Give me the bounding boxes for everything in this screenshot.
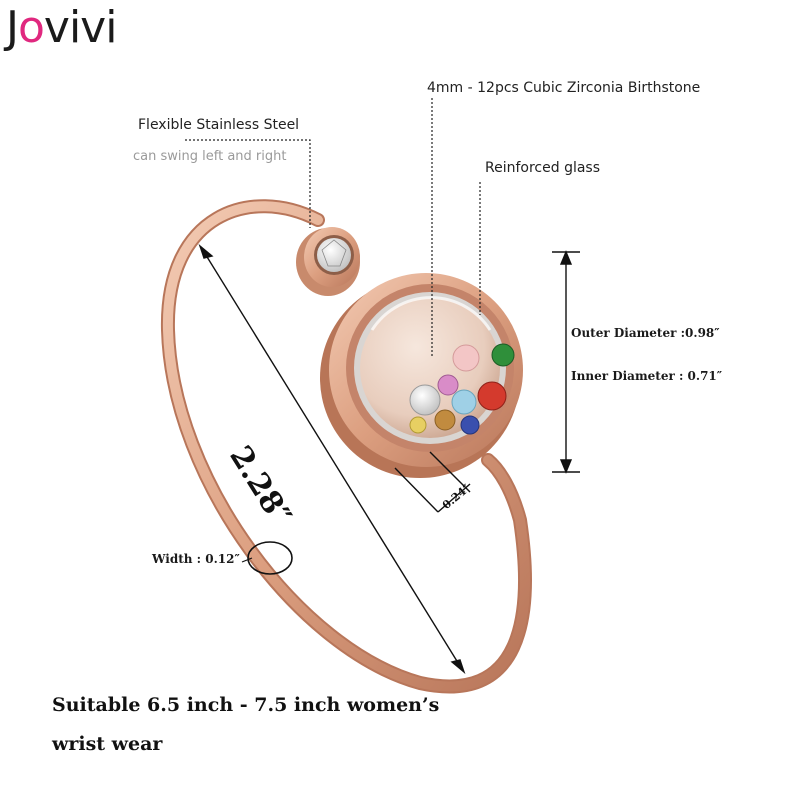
brand-logo: Jovivi: [6, 2, 118, 53]
leader-lines: [185, 98, 481, 358]
stone-end-cap: [296, 227, 360, 296]
glass-label: Reinforced glass: [485, 160, 601, 176]
outer-diameter-label: Outer Diameter :0.98″: [571, 326, 720, 340]
birthstone-label: 4mm - 12pcs Cubic Zirconia Birthstone: [427, 80, 701, 96]
width-marker: [241, 541, 293, 575]
wrist-size-line-1: Suitable 6.5 inch - 7.5 inch women’s: [52, 694, 440, 716]
logo-text-prefix: J: [6, 2, 19, 53]
logo-text-accent: o: [17, 2, 45, 53]
bangle-wire: [160, 199, 532, 694]
width-label: Width : 0.12″: [152, 552, 240, 566]
floating-locket: [320, 273, 523, 478]
dimension-arrows: [198, 243, 580, 675]
wrist-size-line-2: wrist wear: [52, 733, 163, 755]
inner-diameter-label: Inner Diameter : 0.71″: [571, 369, 723, 383]
swing-label: can swing left and right: [133, 149, 287, 164]
flexible-steel-label: Flexible Stainless Steel: [138, 117, 300, 133]
logo-text-suffix: vivi: [43, 2, 118, 53]
